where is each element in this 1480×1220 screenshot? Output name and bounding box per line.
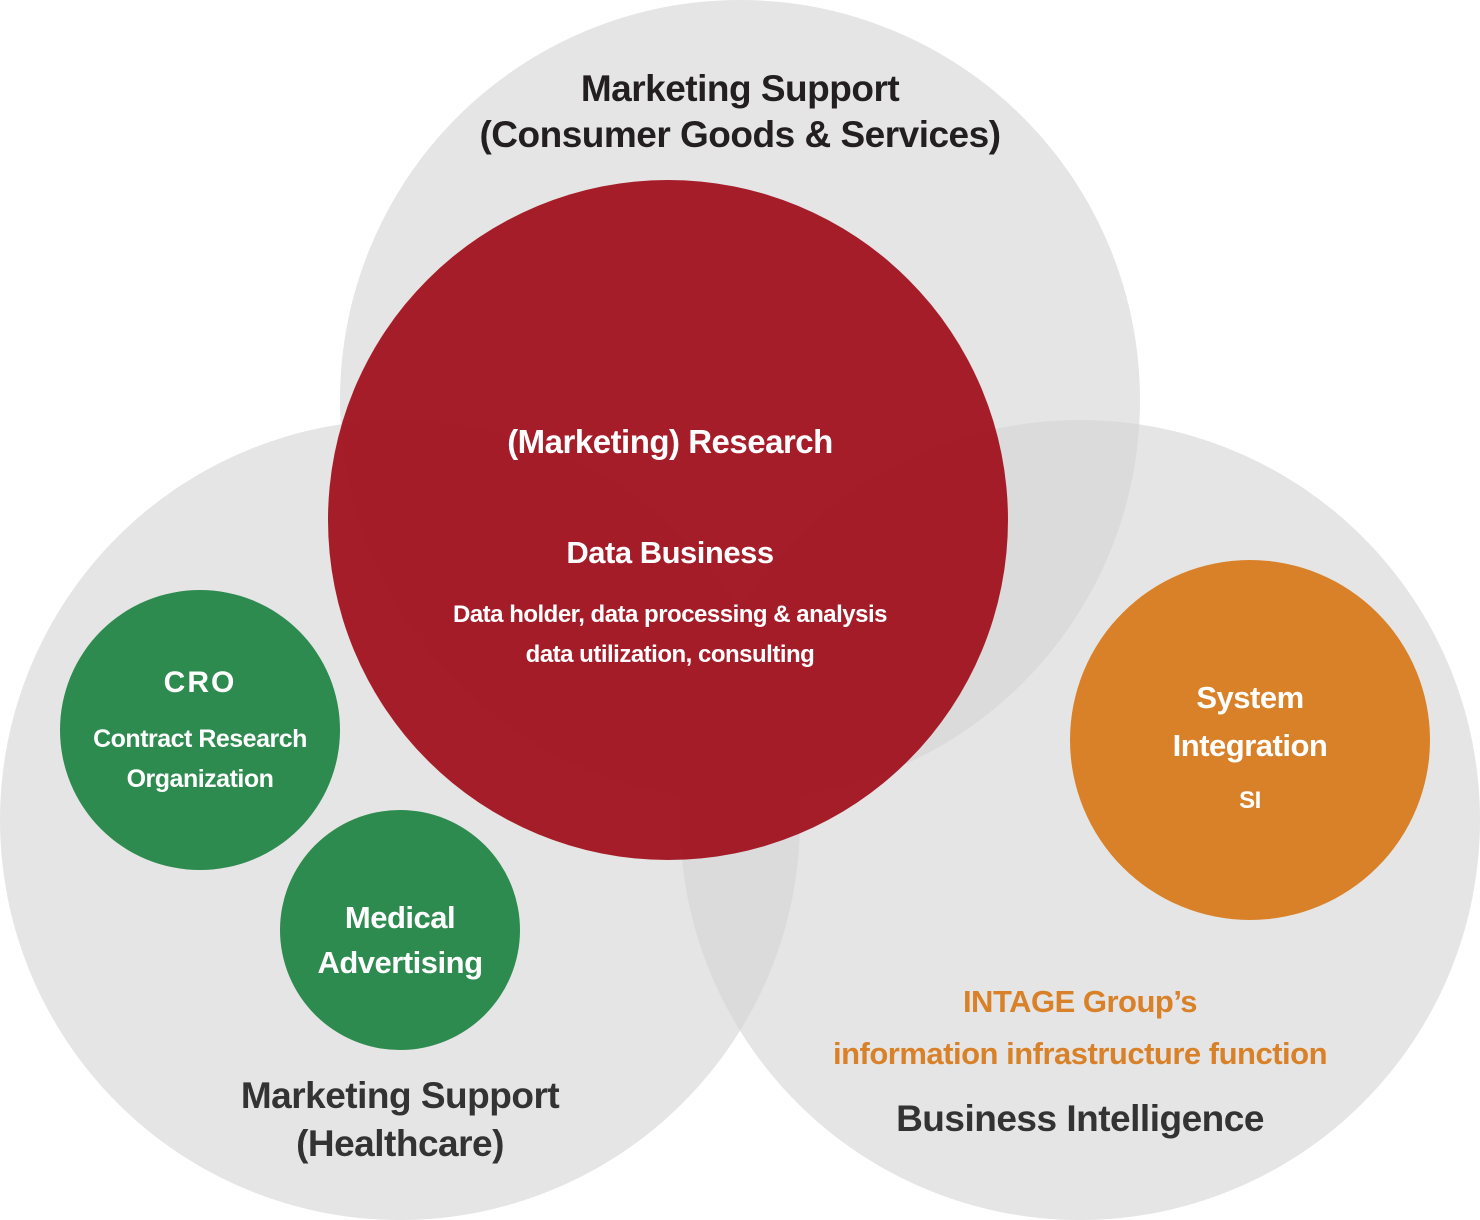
data-business-title: Data Business	[566, 535, 774, 570]
marketing-research-title: (Marketing) Research	[507, 423, 833, 460]
system-integration-circle	[1070, 560, 1430, 920]
data-business-description: Data holder, data processing & analysis …	[370, 595, 970, 675]
system-integration-line2: Integration	[1172, 728, 1328, 763]
cro-description: Contract Research Organization	[60, 719, 340, 799]
marketing-support-healthcare-line2: (Healthcare)	[296, 1123, 504, 1164]
medical-advertising-line1: Medical	[344, 900, 456, 935]
intage-line2: information infrastructure function	[833, 1036, 1328, 1071]
marketing-support-consumer-line2: (Consumer Goods & Services)	[479, 114, 1001, 155]
data-business-desc-line1: Data holder, data processing & analysis	[453, 601, 888, 628]
intage-line1: INTAGE Group’s	[962, 984, 1198, 1019]
marketing-support-healthcare-label: Marketing Support (Healthcare)	[200, 1072, 600, 1168]
system-integration-line1: System	[1196, 680, 1304, 715]
intage-infrastructure-label: INTAGE Group’s information infrastructur…	[780, 976, 1380, 1080]
business-intelligence-label: Business Intelligence	[896, 1098, 1264, 1139]
data-business-desc-line2: data utilization, consulting	[525, 641, 815, 668]
cro-title: CRO	[163, 666, 237, 699]
cro-desc-line1: Contract Research	[93, 725, 307, 753]
research-circle	[328, 180, 1008, 860]
cro-desc-line2: Organization	[126, 765, 274, 793]
medical-advertising-circle	[280, 810, 520, 1050]
cro-circle	[60, 590, 340, 870]
medical-advertising-title: Medical Advertising	[280, 895, 520, 985]
marketing-support-consumer-label: Marketing Support (Consumer Goods & Serv…	[440, 66, 1040, 158]
marketing-support-healthcare-line1: Marketing Support	[240, 1075, 560, 1116]
system-integration-title: System Integration	[1070, 674, 1430, 770]
medical-advertising-line2: Advertising	[317, 945, 483, 980]
si-abbreviation: SI	[1239, 787, 1261, 814]
marketing-support-consumer-line1: Marketing Support	[580, 68, 900, 109]
